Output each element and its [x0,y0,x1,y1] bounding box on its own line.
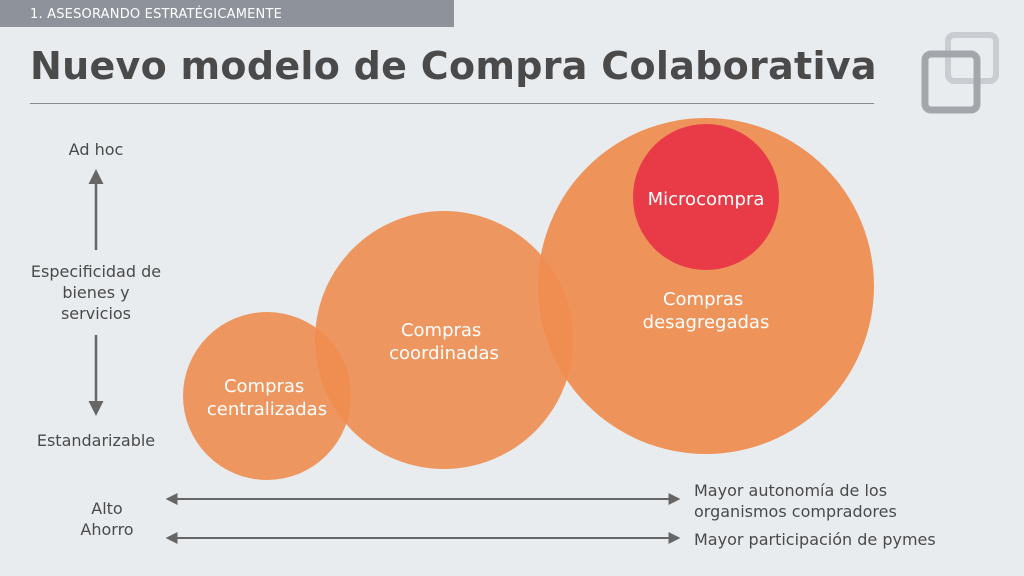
page-title: Nuevo modelo de Compra Colaborativa [30,44,877,88]
label-alto-ahorro: Alto Ahorro [57,498,157,540]
label-compras-coordinadas: Compras coordinadas [389,320,499,364]
circle-compras-coordinadas [315,211,573,469]
axis-label-line: servicios [60,304,132,323]
overlapping-squares-logo-icon [921,32,999,114]
label-microcompra: Microcompra [648,189,765,210]
axis-label-especificidad: Especificidad de bienes y servicios [16,261,176,324]
axis-label-ad-hoc: Ad hoc [68,140,124,159]
title-divider [30,103,874,104]
circle-compras-centralizadas [183,312,351,480]
label-mayor-participacion: Mayor participación de pymes [694,530,936,549]
label-line: organismos compradores [694,502,897,521]
label-line: Ahorro [80,520,134,539]
label-mayor-autonomia: Mayor autonomía de los organismos compra… [694,480,897,522]
label-compras-centralizadas: Compras centralizadas [207,376,327,420]
label-compras-desagregadas: Compras desagregadas [643,289,770,333]
circle-compras-desagregadas [538,118,874,454]
axis-label-estandarizable: Estandarizable [36,431,156,450]
circle-microcompra [633,124,779,270]
label-line: Alto [91,499,123,518]
section-tab: 1. ASESORANDO ESTRATÉGICAMENTE [0,0,454,27]
axis-label-line: bienes y [62,283,130,302]
axis-label-line: Especificidad de [30,262,162,281]
label-line: Mayor autonomía de los [694,481,888,500]
